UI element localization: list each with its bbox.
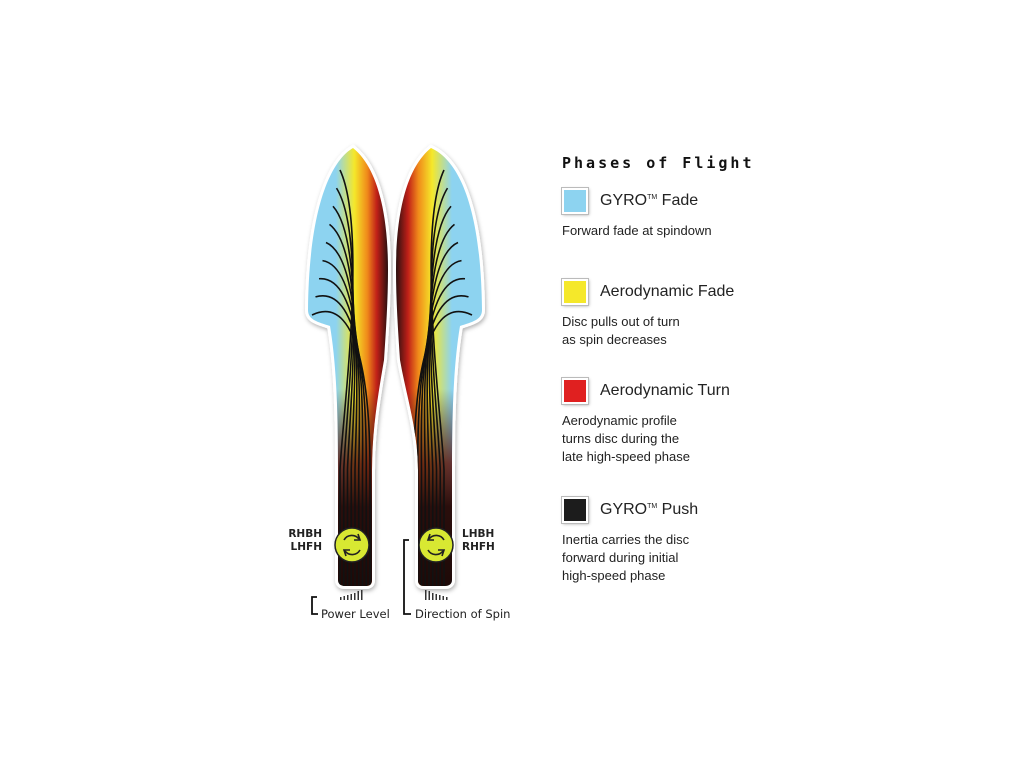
throw-label-left-2: LHFH — [291, 541, 322, 553]
spin-direction-caption: Direction of Spin — [415, 607, 510, 621]
flight-path-line — [335, 187, 354, 586]
flight-path-line — [423, 259, 462, 586]
flight-path-line — [430, 169, 445, 586]
legend-name: GYROTM Fade — [600, 192, 699, 209]
flight-path-line — [325, 241, 358, 586]
flight-path-line — [318, 277, 364, 586]
flight-path-line — [322, 259, 361, 586]
legend-item-gyro-fade: GYROTM Fade Forward fade at spindown — [562, 188, 712, 240]
legend-swatch-aero-fade — [562, 279, 588, 305]
legend-swatch-gyro-fade — [562, 188, 588, 214]
legend-name: GYROTM Push — [600, 501, 699, 518]
legend-name: Aerodynamic Turn — [600, 382, 730, 399]
legend-item-gyro-push: GYROTM Push Inertia carries the disc for… — [562, 497, 698, 585]
throw-label-left-1: RHBH — [288, 528, 322, 540]
flight-path-line — [420, 277, 466, 586]
flight-path-line — [426, 241, 459, 586]
spin-icon-right — [418, 527, 454, 563]
legend-swatch-aero-turn — [562, 378, 588, 404]
legend-desc: Aerodynamic profile turns disc during th… — [562, 413, 690, 464]
flight-shape-right — [396, 148, 482, 590]
flight-shape-left — [308, 148, 388, 590]
legend-item-aero-fade: Aerodynamic Fade Disc pulls out of turn … — [562, 279, 734, 349]
spin-icon-left — [334, 527, 370, 563]
flight-path-line — [339, 169, 354, 586]
spin-direction-icon — [425, 590, 448, 600]
power-level-caption: Power Level — [321, 607, 390, 621]
throw-label-right-2: RHFH — [462, 541, 495, 553]
legend-item-aero-turn: Aerodynamic Turn Aerodynamic profile tur… — [562, 378, 730, 466]
spin-direction-bracket — [403, 539, 411, 615]
legend-desc: Disc pulls out of turn as spin decreases — [562, 314, 680, 347]
flight-path-line — [429, 205, 452, 586]
legend-name: Aerodynamic Fade — [600, 283, 735, 300]
flight-path-line — [430, 187, 449, 586]
power-level-bracket — [311, 596, 318, 615]
legend-swatch-gyro-push — [562, 497, 588, 523]
flight-path-line — [428, 223, 455, 586]
throw-label-right-1: LHBH — [462, 528, 494, 540]
legend-desc: Inertia carries the disc forward during … — [562, 532, 690, 583]
flight-path-line — [329, 223, 356, 586]
flight-path-line — [311, 311, 371, 586]
legend-desc: Forward fade at spindown — [562, 223, 712, 238]
flight-path-line — [332, 205, 355, 586]
legend-title: Phases of Flight — [562, 154, 755, 172]
power-level-icon — [340, 590, 363, 600]
